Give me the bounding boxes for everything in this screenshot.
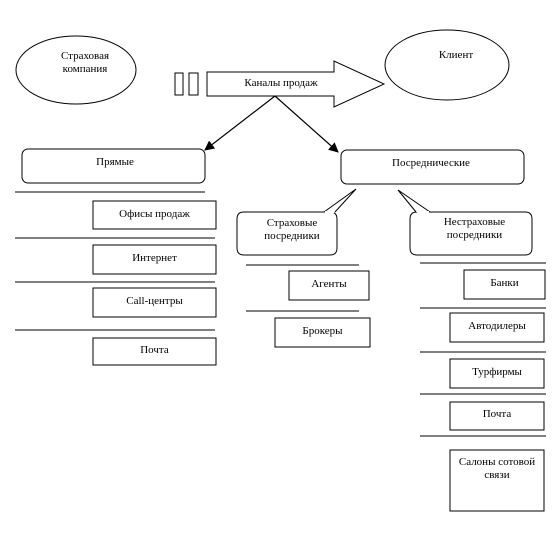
direct-channel-label-1: Интернет bbox=[132, 252, 177, 264]
insurance-callout-tail bbox=[323, 188, 357, 213]
direct-label: Прямые bbox=[96, 156, 134, 168]
non-insurance-intermediaries-callout bbox=[409, 211, 533, 256]
intermediary-box bbox=[340, 149, 525, 185]
non-insurance-channel-label-0: Банки bbox=[490, 277, 519, 289]
insurance-company-label: Страховая компания bbox=[60, 50, 110, 75]
insurance-channel-box-0 bbox=[288, 270, 370, 301]
direct-channel-box-1 bbox=[92, 244, 217, 275]
direct-channel-label-2: Call-центры bbox=[126, 295, 183, 307]
arrow-to-direct bbox=[204, 95, 276, 151]
non-insurance-channel-label-2: Турфирмы bbox=[472, 366, 522, 378]
client-label: Клиент bbox=[438, 49, 474, 61]
client-oval bbox=[384, 29, 510, 101]
direct-channel-label-0: Офисы продаж bbox=[119, 208, 190, 220]
non-insurance-channel-box-1 bbox=[449, 312, 545, 343]
insurance-intermediaries-callout bbox=[236, 211, 338, 256]
direct-box bbox=[21, 148, 206, 184]
insurance-channel-box-1 bbox=[274, 317, 371, 348]
non-insurance-channel-label-3: Почта bbox=[482, 408, 512, 420]
direct-channel-box-3 bbox=[92, 337, 217, 366]
non-insurance-channel-box-2 bbox=[449, 358, 545, 389]
non-insurance-channel-label-1: Автодилеры bbox=[468, 320, 526, 332]
non-insurance-channel-box-0 bbox=[463, 269, 546, 300]
arrow-to-intermediary bbox=[274, 95, 339, 153]
non-insurance-callout-tail bbox=[397, 189, 431, 213]
direct-channel-box-0 bbox=[92, 200, 217, 230]
non-insurance-channel-label-4: Салоны сотовой связи bbox=[458, 456, 536, 481]
direct-channel-label-3: Почта bbox=[140, 344, 169, 356]
direct-channel-box-2 bbox=[92, 287, 217, 318]
channel-bar-2 bbox=[188, 72, 199, 96]
insurance-company-oval bbox=[15, 35, 137, 105]
insurance-channel-label-0: Агенты bbox=[311, 278, 347, 290]
sales-channels-label: Каналы продаж bbox=[244, 77, 318, 89]
insurance-channel-label-1: Брокеры bbox=[302, 325, 343, 337]
insurance-intermediaries-label: Страховые посредники bbox=[264, 217, 320, 242]
non-insurance-channel-box-4 bbox=[449, 449, 545, 512]
non-insurance-intermediaries-label: Нестраховые посредники bbox=[443, 216, 506, 241]
non-insurance-channel-box-3 bbox=[449, 401, 545, 431]
intermediary-label: Посреднические bbox=[392, 157, 470, 169]
sales-channels-arrow bbox=[206, 60, 386, 108]
channel-bar-1 bbox=[174, 72, 184, 96]
